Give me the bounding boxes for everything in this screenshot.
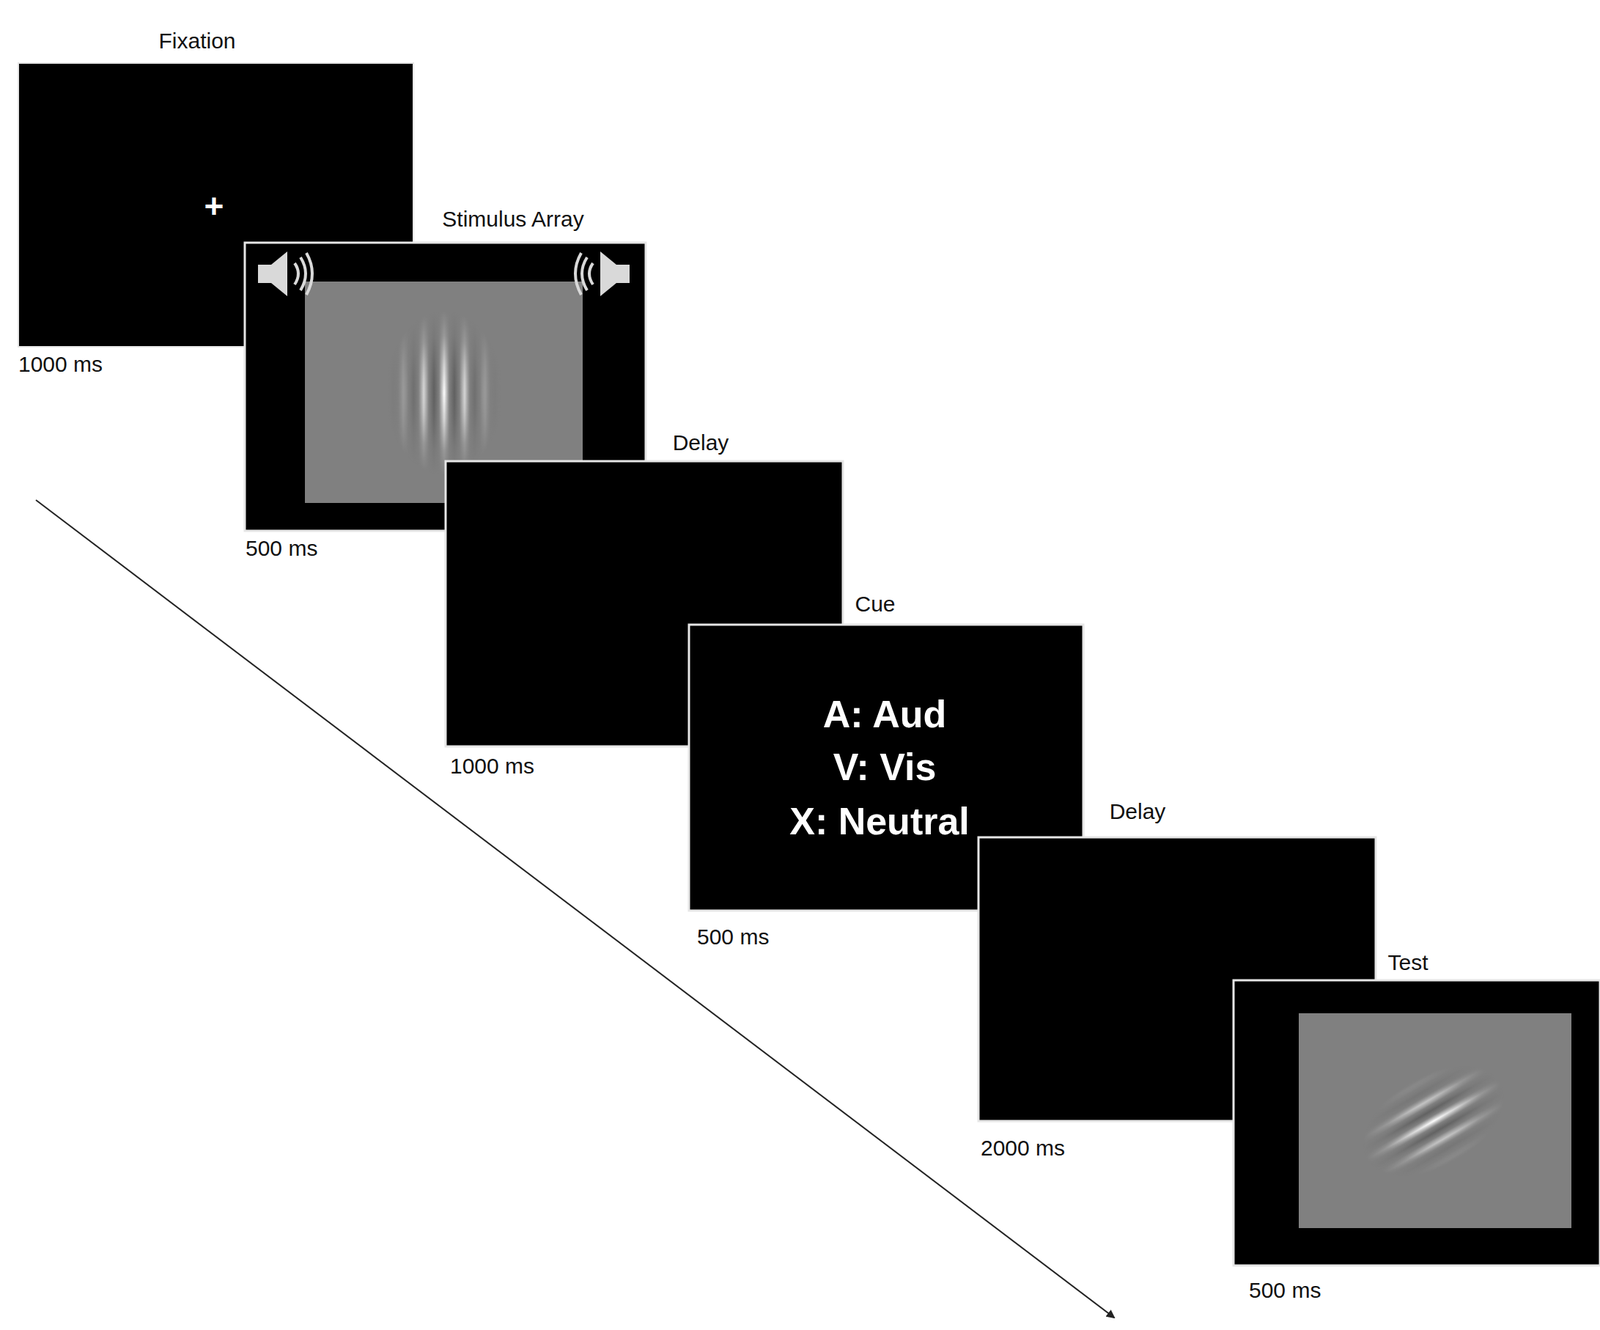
sound-wave xyxy=(306,252,313,295)
duration-label: 1000 ms xyxy=(450,753,535,780)
speaker-body xyxy=(616,264,630,283)
screen-heading: Cue xyxy=(854,591,895,618)
screen-heading: Fixation xyxy=(158,28,236,55)
screen-heading: Stimulus Array xyxy=(441,206,584,233)
screen-heading: Delay xyxy=(672,430,730,456)
gabor-group xyxy=(1317,1007,1551,1235)
duration-label: 1000 ms xyxy=(18,351,103,378)
duration-label: 500 ms xyxy=(1248,1277,1321,1304)
gabor-patch xyxy=(363,304,525,481)
speaker-icon xyxy=(257,251,313,297)
screen-node: Test500 ms xyxy=(1233,979,1600,1266)
speaker-cone xyxy=(271,251,288,297)
duration-label: 2000 ms xyxy=(980,1135,1065,1161)
screen-heading: Test xyxy=(1387,949,1428,976)
fixation-cross: + xyxy=(204,186,225,226)
screen-node: Fixation+1000 ms xyxy=(18,63,414,347)
screen-heading: Delay xyxy=(1109,798,1167,825)
screen-node: Delay2000 ms xyxy=(978,837,1376,1121)
gabor-patch xyxy=(1317,1007,1551,1235)
speaker-cone xyxy=(600,251,617,297)
cue-text: A: Aud xyxy=(820,692,950,737)
screen-node: Delay1000 ms xyxy=(445,461,843,747)
speaker-icon xyxy=(575,251,630,297)
sound-wave xyxy=(581,257,588,291)
cue-text: V: Vis xyxy=(830,745,940,790)
screen-node: Stimulus Array500 ms xyxy=(244,242,646,531)
sound-wave xyxy=(300,257,306,291)
screen-node: CueA: AudV: VisX: Neutral500 ms xyxy=(688,624,1084,911)
sound-wave xyxy=(589,263,593,285)
speaker-body xyxy=(257,264,272,283)
duration-label: 500 ms xyxy=(697,924,769,950)
test-screen xyxy=(1233,979,1600,1266)
sound-wave xyxy=(575,252,582,295)
cue-text: X: Neutral xyxy=(786,799,973,844)
sound-wave xyxy=(294,263,299,285)
duration-label: 500 ms xyxy=(245,535,318,562)
